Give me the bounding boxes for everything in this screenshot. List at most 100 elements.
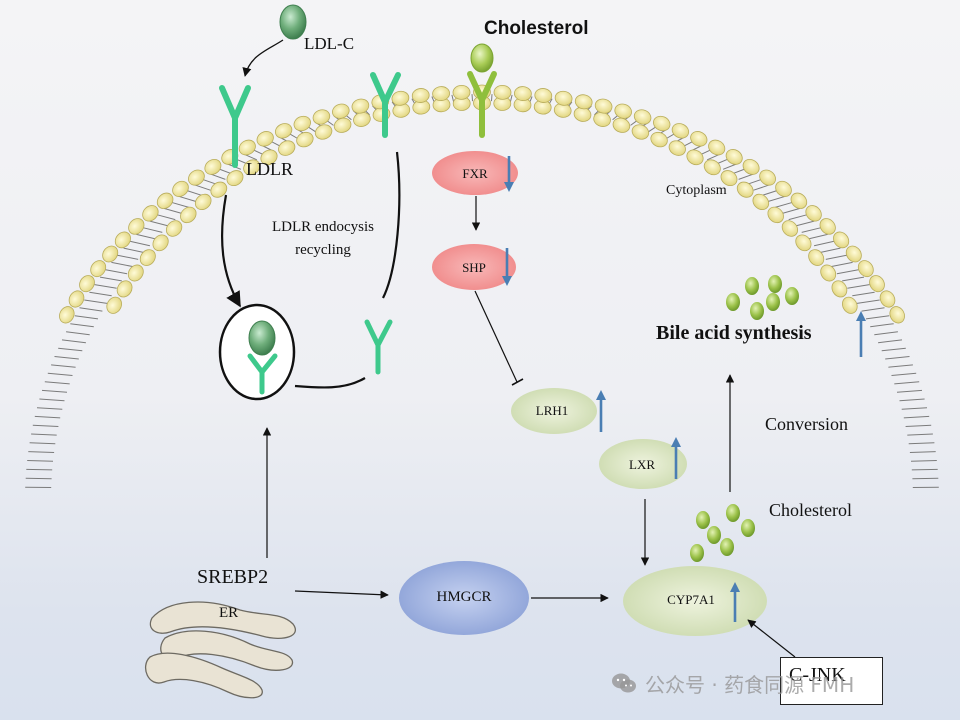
conversion-label: Conversion bbox=[765, 414, 848, 434]
lipid-head bbox=[514, 86, 532, 102]
lipid-head bbox=[869, 275, 885, 293]
srebp2-label: SREBP2 bbox=[197, 566, 269, 588]
ldl-c-arrow bbox=[242, 39, 284, 77]
cholesterol-ligand bbox=[470, 43, 494, 73]
lipid-head bbox=[127, 264, 144, 282]
lipid-head bbox=[767, 206, 784, 224]
lipid-head bbox=[736, 181, 754, 198]
c-jnk-label: C-JNK bbox=[789, 664, 846, 686]
lipid-head bbox=[554, 90, 573, 106]
er-label: ER bbox=[219, 605, 239, 621]
lipid-head bbox=[106, 296, 122, 314]
lipid-head bbox=[493, 84, 512, 100]
lipid-head bbox=[411, 88, 430, 103]
cytoplasm-label: Cytoplasm bbox=[666, 183, 727, 198]
cyp7a1-node bbox=[623, 566, 767, 636]
lipid-head bbox=[690, 131, 708, 147]
lipid-head bbox=[805, 205, 822, 222]
watermark-text: 公众号 · 药食同源 FMH bbox=[645, 672, 855, 697]
c-jnk-box bbox=[780, 657, 883, 705]
ldlr-receptor-right bbox=[370, 72, 401, 138]
lipid-head bbox=[857, 260, 874, 278]
endoplasmic-reticulum bbox=[145, 601, 296, 699]
lipid-head bbox=[795, 234, 812, 252]
lipid-head bbox=[452, 84, 471, 100]
cholesterol-top-label: Cholesterol bbox=[484, 18, 589, 39]
lipid-head bbox=[332, 103, 350, 119]
lipid-head bbox=[819, 218, 836, 235]
lipid-head bbox=[204, 158, 222, 175]
shp-label: SHP bbox=[462, 260, 486, 275]
shp-node bbox=[432, 244, 516, 290]
lipid-head bbox=[842, 296, 858, 314]
lipid-head bbox=[889, 306, 905, 324]
lipid-head bbox=[594, 98, 613, 114]
lipid-head bbox=[703, 159, 721, 176]
cjnk-to-cyp7a1-arrow bbox=[747, 619, 796, 658]
fxr-label: FXR bbox=[462, 166, 488, 181]
lrh1-node bbox=[511, 388, 597, 434]
ldl-c-label: LDL-C bbox=[304, 34, 355, 53]
lipid-head bbox=[256, 131, 274, 147]
lipid-head bbox=[742, 158, 760, 175]
lipid-head bbox=[274, 123, 293, 139]
lipid-head bbox=[351, 98, 370, 114]
lipid-head bbox=[833, 231, 850, 249]
lipid-head bbox=[293, 115, 311, 132]
lipid-head bbox=[820, 264, 837, 282]
lipid-head bbox=[243, 159, 261, 176]
endocytosis-arrow bbox=[221, 194, 241, 308]
lipid-head bbox=[59, 306, 75, 324]
inhibition-bar bbox=[511, 378, 524, 386]
lipid-head bbox=[296, 131, 314, 148]
cyp7a1-up-arrowhead bbox=[730, 582, 740, 592]
lipid-head bbox=[752, 193, 770, 210]
lrh1-label: LRH1 bbox=[535, 403, 569, 418]
lipid-head bbox=[226, 170, 244, 187]
lipid-head bbox=[831, 280, 848, 298]
lipid-head bbox=[68, 290, 85, 308]
shp-down-arrowhead bbox=[502, 276, 512, 286]
lipid-head bbox=[879, 290, 896, 308]
lipid-head bbox=[152, 234, 169, 252]
lipid-head bbox=[432, 86, 450, 102]
lipid-head bbox=[79, 275, 95, 293]
lrh1-up-arrowhead bbox=[596, 390, 606, 400]
lipid-head bbox=[775, 180, 792, 197]
lipid-head bbox=[614, 103, 632, 119]
lipid-head bbox=[139, 249, 156, 266]
ldlr-label: LDLR bbox=[246, 159, 293, 179]
recycled-ldlr bbox=[364, 319, 393, 375]
lipid-head bbox=[156, 192, 174, 209]
lipid-head bbox=[633, 109, 652, 125]
cholesterol-particles bbox=[690, 504, 755, 562]
lxr-up-arrowhead bbox=[671, 437, 681, 447]
lxr-node bbox=[599, 439, 687, 489]
recycling-label: recycling bbox=[295, 242, 351, 258]
lipid-head bbox=[708, 139, 726, 156]
hmgcr-node bbox=[399, 561, 529, 635]
lipid-head bbox=[808, 249, 825, 266]
fxr-down-arrowhead bbox=[504, 182, 514, 192]
lxr-label: LXR bbox=[629, 457, 655, 472]
lipid-head bbox=[260, 149, 278, 166]
fxr-node bbox=[432, 151, 518, 195]
lipid-head bbox=[686, 149, 704, 166]
lipid-head bbox=[180, 206, 197, 224]
lipid-head bbox=[790, 192, 808, 209]
lipid-head bbox=[90, 260, 107, 278]
vesicle-to-recycled-receptor bbox=[294, 377, 366, 389]
lipid-head bbox=[142, 205, 159, 222]
lipid-head bbox=[210, 181, 228, 198]
bile-acid-synthesis-label: Bile acid synthesis bbox=[656, 322, 812, 344]
bile-acid-synthesis-up-arrowhead bbox=[856, 311, 866, 321]
bile-acid-particles bbox=[726, 275, 799, 320]
wechat-icon bbox=[612, 673, 636, 693]
lipid-head bbox=[314, 124, 333, 140]
lipid-head bbox=[725, 149, 743, 165]
lipid-head bbox=[165, 220, 183, 237]
lipid-head bbox=[574, 94, 593, 110]
lipid-head bbox=[312, 109, 331, 125]
lipid-head bbox=[671, 123, 690, 139]
